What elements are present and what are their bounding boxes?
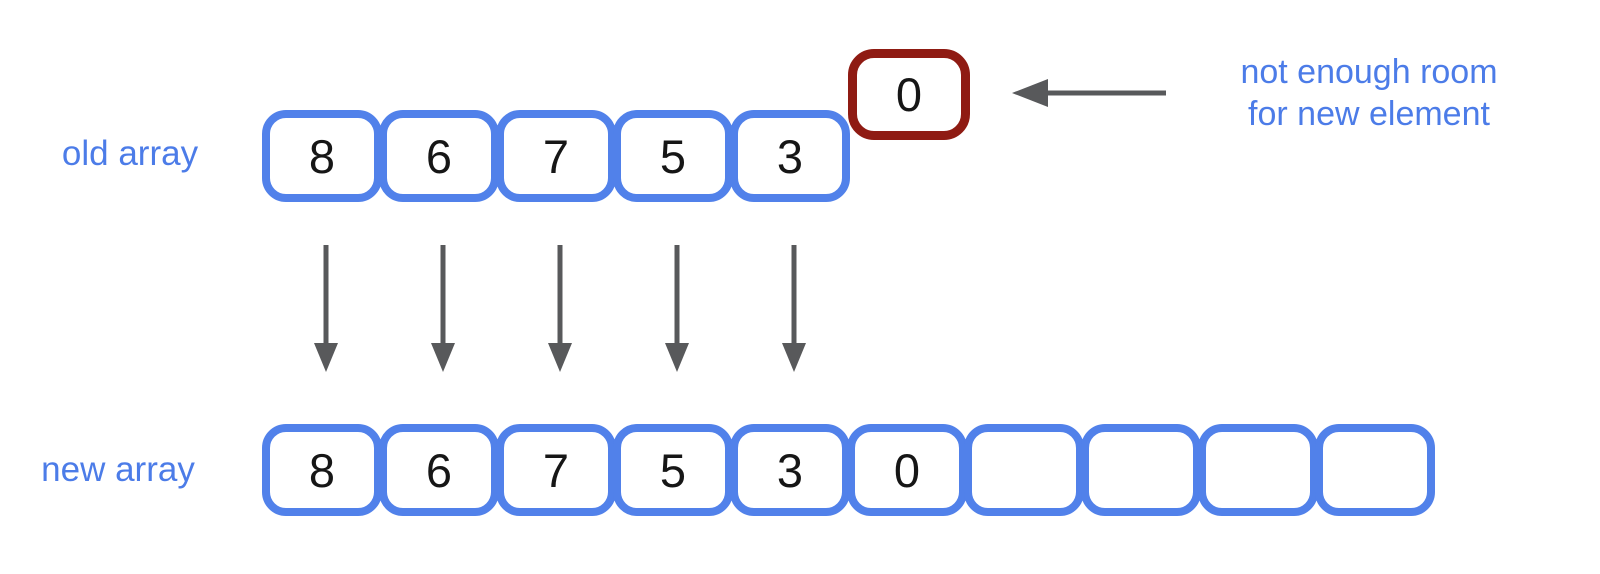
- pointer-arrow-icon: [1012, 79, 1166, 107]
- copy-down-arrow-icon: [314, 245, 338, 372]
- cell-value: 8: [308, 443, 336, 497]
- array-cell: 0: [847, 424, 967, 516]
- array-cell: 7: [496, 424, 616, 516]
- copy-down-arrow-icon: [665, 245, 689, 372]
- cell-value: 3: [776, 129, 804, 183]
- copy-down-arrow-icon: [431, 245, 455, 372]
- cell-value: 5: [659, 129, 687, 183]
- copy-down-arrow-icon: [782, 245, 806, 372]
- new-array-label: new array: [41, 450, 195, 489]
- cell-value: 7: [542, 443, 570, 497]
- array-cell: 8: [262, 424, 382, 516]
- overflow-cell: 0: [848, 49, 970, 140]
- array-cell: 5: [613, 424, 733, 516]
- cell-value: 3: [776, 443, 804, 497]
- copy-down-arrow-icon: [548, 245, 572, 372]
- array-cell-empty: [964, 424, 1084, 516]
- cell-value: 7: [542, 129, 570, 183]
- array-cell-empty: [1315, 424, 1435, 516]
- old-array-label: old array: [61, 134, 199, 173]
- array-cell: 3: [730, 424, 850, 516]
- array-cell: 7: [496, 110, 616, 202]
- cell-value: 0: [893, 443, 921, 497]
- overflow-cell-value: 0: [895, 68, 923, 121]
- array-cell: 5: [613, 110, 733, 202]
- array-cell-empty: [1081, 424, 1201, 516]
- array-cell: 3: [730, 110, 850, 202]
- array-cell: 6: [379, 424, 499, 516]
- array-cell: 6: [379, 110, 499, 202]
- annotation-line-2: for new element: [1248, 95, 1490, 133]
- annotation-line-1: not enough room: [1240, 53, 1498, 91]
- array-cell: 8: [262, 110, 382, 202]
- cell-value: 5: [659, 443, 687, 497]
- cell-value: 8: [308, 129, 336, 183]
- array-cell-empty: [1198, 424, 1318, 516]
- new-array-row: 8 6 7 5 3 0: [262, 424, 1435, 516]
- cell-value: 6: [425, 129, 453, 183]
- cell-value: 6: [425, 443, 453, 497]
- annotation-text: not enough room for new element: [1183, 51, 1555, 135]
- old-array-row: 8 6 7 5 3: [262, 110, 850, 202]
